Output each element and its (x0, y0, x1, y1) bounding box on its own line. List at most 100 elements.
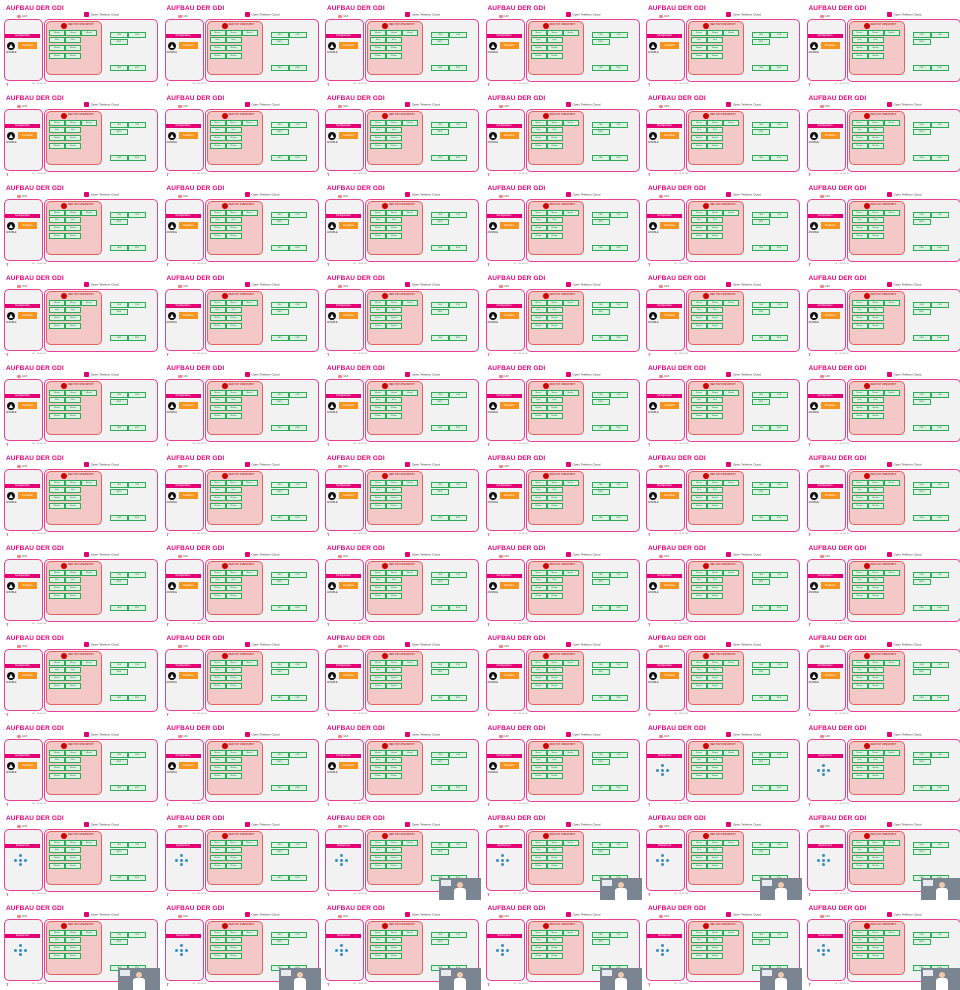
slide-thumbnail-58[interactable]: AUFBAU DER GDI GDI Open Telekom Cloud De… (483, 812, 642, 900)
slide-thumbnail-18[interactable]: AUFBAU DER GDI GDI Open Telekom Cloud Ko… (804, 182, 960, 270)
slide-thumbnail-52[interactable]: AUFBAU DER GDI GDI Open Telekom Cloud Ko… (483, 722, 642, 810)
slide-thumbnail-50[interactable]: AUFBAU DER GDI GDI Open Telekom Cloud Ko… (162, 722, 321, 810)
slide-thumbnail-30[interactable]: AUFBAU DER GDI GDI Open Telekom Cloud Ko… (804, 362, 960, 450)
slide-thumbnail-31[interactable]: AUFBAU DER GDI GDI Open Telekom Cloud Ko… (2, 452, 160, 540)
slide-thumbnail-2[interactable]: AUFBAU DER GDI GDI Open Telekom Cloud Ko… (162, 2, 321, 90)
slide-thumbnail-39[interactable]: AUFBAU DER GDI GDI Open Telekom Cloud Ko… (323, 542, 481, 630)
slide-thumbnail-4[interactable]: AUFBAU DER GDI GDI Open Telekom Cloud Ko… (483, 2, 642, 90)
cloud-service: OBS (110, 212, 128, 218)
slide-thumbnail-65[interactable]: AUFBAU DER GDI GDI Open Telekom Cloud De… (644, 902, 802, 990)
slide-thumbnail-61[interactable]: AUFBAU DER GDI GDI Open Telekom Cloud De… (2, 902, 160, 990)
slide-thumbnail-64[interactable]: AUFBAU DER GDI GDI Open Telekom Cloud De… (483, 902, 642, 990)
slide-thumbnail-35[interactable]: AUFBAU DER GDI GDI Open Telekom Cloud Ko… (644, 452, 802, 540)
slide-thumbnail-45[interactable]: AUFBAU DER GDI GDI Open Telekom Cloud Ko… (323, 632, 481, 720)
logo-icon (17, 104, 21, 108)
storage-service: RDS (770, 155, 788, 161)
slide-thumbnail-8[interactable]: AUFBAU DER GDI GDI Open Telekom Cloud Ko… (162, 92, 321, 180)
slide-thumbnail-21[interactable]: AUFBAU DER GDI GDI Open Telekom Cloud Ko… (323, 272, 481, 360)
cluster-node: Master (851, 480, 868, 486)
slide-thumbnail-51[interactable]: AUFBAU DER GDI GDI Open Telekom Cloud Ko… (323, 722, 481, 810)
cloud-label: Open Telekom Cloud (565, 732, 600, 737)
slide-thumbnail-63[interactable]: AUFBAU DER GDI GDI Open Telekom Cloud De… (323, 902, 481, 990)
speaker-head (457, 882, 463, 888)
slide-thumbnail-57[interactable]: AUFBAU DER GDI GDI Open Telekom Cloud De… (323, 812, 481, 900)
cluster-node: Master (65, 660, 81, 666)
cluster-node: Master (851, 210, 868, 216)
gdi-logo: GDI (177, 554, 188, 558)
slide-thumbnail-15[interactable]: AUFBAU DER GDI GDI Open Telekom Cloud Ko… (323, 182, 481, 270)
slide-thumbnail-59[interactable]: AUFBAU DER GDI GDI Open Telekom Cloud De… (644, 812, 802, 900)
slide-thumbnail-53[interactable]: AUFBAU DER GDI GDI Open Telekom Cloud De… (644, 722, 802, 810)
slide-thumbnail-6[interactable]: AUFBAU DER GDI GDI Open Telekom Cloud Ko… (804, 2, 960, 90)
cluster-node: Worker (530, 315, 547, 321)
slide-thumbnail-5[interactable]: AUFBAU DER GDI GDI Open Telekom Cloud Ko… (644, 2, 802, 90)
slide-thumbnail-11[interactable]: AUFBAU DER GDI GDI Open Telekom Cloud Ko… (644, 92, 802, 180)
ansible-icon (809, 132, 818, 140)
slide-thumbnail-24[interactable]: AUFBAU DER GDI GDI Open Telekom Cloud Ko… (804, 272, 960, 360)
logo-icon (819, 914, 824, 918)
slide-thumbnail-20[interactable]: AUFBAU DER GDI GDI Open Telekom Cloud Ko… (162, 272, 321, 360)
slide-thumbnail-49[interactable]: AUFBAU DER GDI GDI Open Telekom Cloud Ko… (2, 722, 160, 810)
slide-thumbnail-60[interactable]: AUFBAU DER GDI GDI Open Telekom Cloud De… (804, 812, 960, 900)
ansible-icon (328, 222, 336, 230)
slide-thumbnail-46[interactable]: AUFBAU DER GDI GDI Open Telekom Cloud Ko… (483, 632, 642, 720)
storage-service: RDS (930, 515, 949, 521)
openshift-icon (221, 563, 228, 569)
slide-thumbnail-44[interactable]: AUFBAU DER GDI GDI Open Telekom Cloud Ko… (162, 632, 321, 720)
slide-title: AUFBAU DER GDI (6, 5, 64, 12)
cluster-node: Worker (546, 675, 563, 681)
slide-thumbnail-55[interactable]: AUFBAU DER GDI GDI Open Telekom Cloud De… (2, 812, 160, 900)
cluster-node: Infra (49, 217, 65, 223)
slide-thumbnail-26[interactable]: AUFBAU DER GDI GDI Open Telekom Cloud Ko… (162, 362, 321, 450)
slide-thumbnail-19[interactable]: AUFBAU DER GDI GDI Open Telekom Cloud Ko… (2, 272, 160, 360)
slide-thumbnail-66[interactable]: AUFBAU DER GDI GDI Open Telekom Cloud De… (804, 902, 960, 990)
slide-thumbnail-23[interactable]: AUFBAU DER GDI GDI Open Telekom Cloud Ko… (644, 272, 802, 360)
slide-thumbnail-47[interactable]: AUFBAU DER GDI GDI Open Telekom Cloud Ko… (644, 632, 802, 720)
cluster-node: Worker (65, 675, 81, 681)
slide-thumbnail-32[interactable]: AUFBAU DER GDI GDI Open Telekom Cloud Ko… (162, 452, 321, 540)
slide-thumbnail-22[interactable]: AUFBAU DER GDI GDI Open Telekom Cloud Ko… (483, 272, 642, 360)
cloud-service: MRS (110, 399, 128, 405)
slide-thumbnail-1[interactable]: AUFBAU DER GDI GDI Open Telekom Cloud Ko… (2, 2, 160, 90)
slide-thumbnail-43[interactable]: AUFBAU DER GDI GDI Open Telekom Cloud Ko… (2, 632, 160, 720)
slide-thumbnail-34[interactable]: AUFBAU DER GDI GDI Open Telekom Cloud Ko… (483, 452, 642, 540)
slide-thumbnail-27[interactable]: AUFBAU DER GDI GDI Open Telekom Cloud Ko… (323, 362, 481, 450)
cluster-node: Worker (225, 233, 242, 239)
slide-thumbnail-37[interactable]: AUFBAU DER GDI GDI Open Telekom Cloud Ko… (2, 542, 160, 630)
slide-thumbnail-29[interactable]: AUFBAU DER GDI GDI Open Telekom Cloud Ko… (644, 362, 802, 450)
slide-thumbnail-48[interactable]: AUFBAU DER GDI GDI Open Telekom Cloud Ko… (804, 632, 960, 720)
cluster-node: Master (49, 210, 65, 216)
slide-thumbnail-13[interactable]: AUFBAU DER GDI GDI Open Telekom Cloud Ko… (2, 182, 160, 270)
slide-thumbnail-12[interactable]: AUFBAU DER GDI GDI Open Telekom Cloud Ko… (804, 92, 960, 180)
slide-thumbnail-7[interactable]: AUFBAU DER GDI GDI Open Telekom Cloud Ko… (2, 92, 160, 180)
slide-thumbnail-28[interactable]: AUFBAU DER GDI GDI Open Telekom Cloud Ko… (483, 362, 642, 450)
slide-thumbnail-62[interactable]: AUFBAU DER GDI GDI Open Telekom Cloud De… (162, 902, 321, 990)
slide-thumbnail-10[interactable]: AUFBAU DER GDI GDI Open Telekom Cloud Ko… (483, 92, 642, 180)
section-label: Konfiguration (326, 754, 361, 758)
slide-thumbnail-3[interactable]: AUFBAU DER GDI GDI Open Telekom Cloud Ko… (323, 2, 481, 90)
slide-thumbnail-42[interactable]: AUFBAU DER GDI GDI Open Telekom Cloud Ko… (804, 542, 960, 630)
footer-text: DE · TELEKOM (834, 893, 849, 895)
cluster-node: Worker (225, 495, 242, 501)
logo-label: GDI (182, 824, 188, 828)
slide-thumbnail-38[interactable]: AUFBAU DER GDI GDI Open Telekom Cloud Ko… (162, 542, 321, 630)
slide-thumbnail-25[interactable]: AUFBAU DER GDI GDI Open Telekom Cloud Ko… (2, 362, 160, 450)
slide-thumbnail-40[interactable]: AUFBAU DER GDI GDI Open Telekom Cloud Ko… (483, 542, 642, 630)
openshift-label: RED HAT OPENSHIFT (710, 923, 736, 926)
cluster-node: Worker (867, 135, 884, 141)
slide-thumbnail-16[interactable]: AUFBAU DER GDI GDI Open Telekom Cloud Ko… (483, 182, 642, 270)
slide-thumbnail-54[interactable]: AUFBAU DER GDI GDI Open Telekom Cloud De… (804, 722, 960, 810)
slide-thumbnail-36[interactable]: AUFBAU DER GDI GDI Open Telekom Cloud Ko… (804, 452, 960, 540)
slide-thumbnail-41[interactable]: AUFBAU DER GDI GDI Open Telekom Cloud Ko… (644, 542, 802, 630)
slide-thumbnail-14[interactable]: AUFBAU DER GDI GDI Open Telekom Cloud Ko… (162, 182, 321, 270)
slide-thumbnail-33[interactable]: AUFBAU DER GDI GDI Open Telekom Cloud Ko… (323, 452, 481, 540)
cluster-node: Infra (851, 937, 868, 943)
slide-thumbnail-9[interactable]: AUFBAU DER GDI GDI Open Telekom Cloud Ko… (323, 92, 481, 180)
slide-thumbnail-56[interactable]: AUFBAU DER GDI GDI Open Telekom Cloud De… (162, 812, 321, 900)
cluster-node: Worker (209, 945, 226, 951)
gdi-logo: GDI (498, 284, 509, 288)
storage-service: OBS (591, 785, 610, 791)
cluster-node: Worker (65, 53, 81, 59)
tools-panel (806, 109, 846, 171)
slide-thumbnail-17[interactable]: AUFBAU DER GDI GDI Open Telekom Cloud Ko… (644, 182, 802, 270)
